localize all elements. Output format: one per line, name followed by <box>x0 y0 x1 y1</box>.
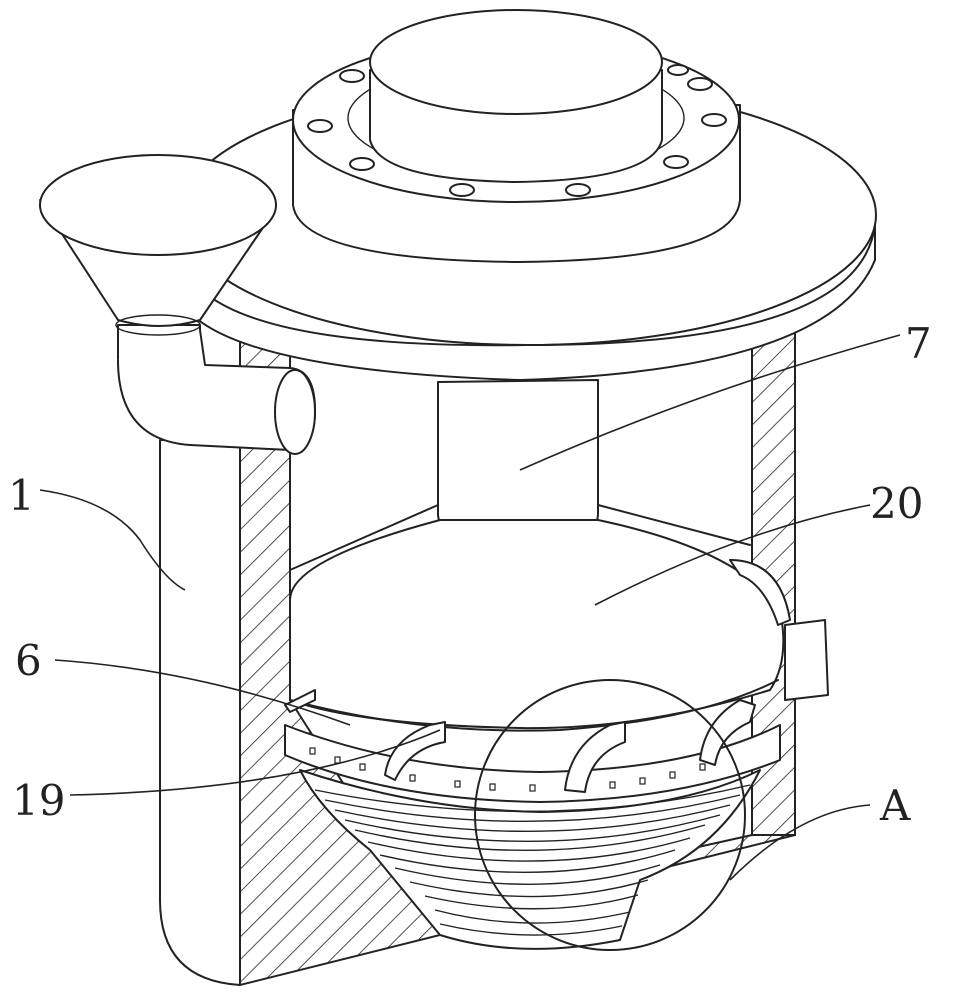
label-part-1: 1 <box>8 471 35 520</box>
leader-6 <box>54 659 351 726</box>
leader-1 <box>39 489 186 591</box>
label-part-7: 7 <box>905 319 932 368</box>
cone-right-edge <box>597 504 751 546</box>
cone-dome-body <box>289 519 785 730</box>
blade-ring-band <box>284 724 781 803</box>
funnel-outlet <box>115 314 201 336</box>
flange-bolt-holes <box>307 64 727 197</box>
lower-grinder <box>299 769 761 950</box>
blade-stub <box>284 689 316 713</box>
leader-19 <box>69 729 441 796</box>
cone-left-edge <box>289 504 439 571</box>
blade-3 <box>699 699 756 766</box>
side-outlet-collar <box>729 559 791 626</box>
motor-cap <box>369 9 663 183</box>
cone-dome-rim <box>289 679 779 732</box>
blade-teeth <box>309 747 706 792</box>
leader-20 <box>594 504 871 606</box>
upper-cone <box>289 504 829 732</box>
lid-plate-edge <box>179 224 876 347</box>
housing-left-outer <box>159 439 241 986</box>
grinder-grooves <box>314 784 751 936</box>
detail-circle-A <box>474 679 746 951</box>
funnel-mouth <box>39 154 277 256</box>
feed-pipe-end <box>274 369 316 455</box>
leader-lines <box>39 334 901 881</box>
motor-cap-top <box>369 9 663 115</box>
blade-2 <box>564 721 626 793</box>
side-outlet-block <box>784 619 829 701</box>
label-part-6: 6 <box>15 636 42 685</box>
label-part-20: 20 <box>870 479 923 528</box>
leader-7 <box>519 334 901 471</box>
blade-ring <box>284 689 781 803</box>
feed-funnel <box>39 154 316 455</box>
leader-A <box>729 804 871 881</box>
label-part-19: 19 <box>12 776 65 825</box>
blade-1 <box>384 721 446 781</box>
label-detail-A: A <box>879 781 911 830</box>
